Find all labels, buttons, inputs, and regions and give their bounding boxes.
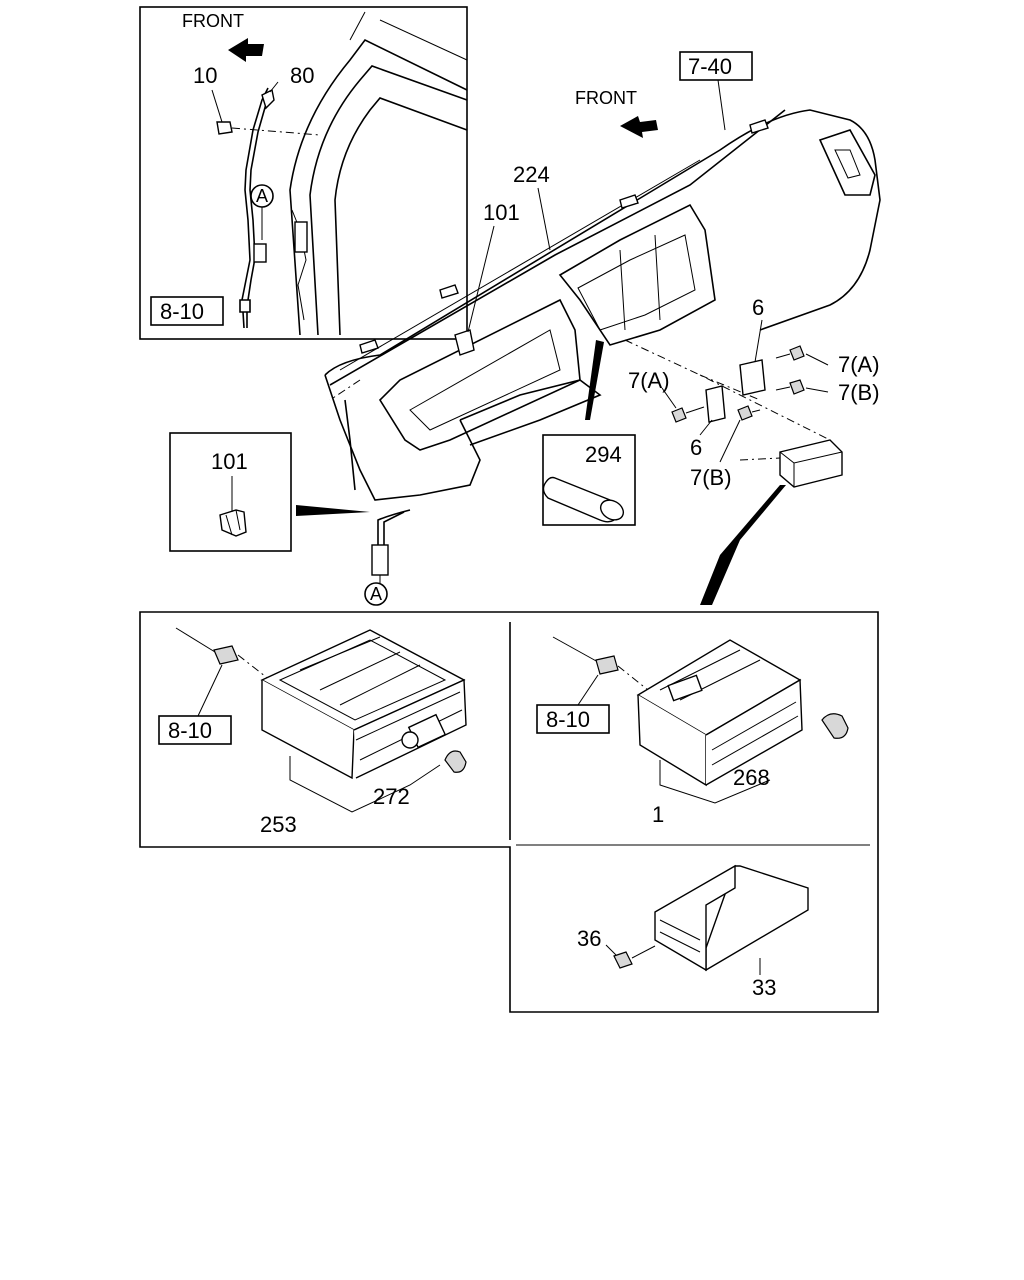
- front-label-main: FRONT: [575, 88, 637, 108]
- callout-a-top: A: [256, 186, 268, 206]
- ref-box-7-40: [679, 51, 753, 81]
- ref-8-10-right: 8-10: [546, 707, 590, 732]
- front-label-inset: FRONT: [182, 11, 244, 31]
- part-label-33: 33: [752, 975, 776, 1000]
- part-label-7a-right: 7(A): [838, 352, 880, 377]
- radio-left: [175, 627, 467, 813]
- clip-101-inset: [169, 432, 370, 552]
- bracket-assembly: [661, 319, 843, 605]
- part-label-6-lower: 6: [690, 435, 702, 460]
- part-label-268: 268: [733, 765, 770, 790]
- front-arrow-main: [620, 116, 658, 138]
- part-label-7b-lower: 7(B): [690, 465, 732, 490]
- part-label-6-upper: 6: [752, 295, 764, 320]
- part-label-1: 1: [652, 802, 664, 827]
- part-label-7b-right: 7(B): [838, 380, 880, 405]
- ref-8-10-inset: 8-10: [160, 299, 204, 324]
- part-label-294: 294: [585, 442, 622, 467]
- part-label-36: 36: [577, 926, 601, 951]
- callout-a-bottom: A: [370, 584, 382, 604]
- part-label-10: 10: [193, 63, 217, 88]
- part-label-224: 224: [513, 162, 550, 187]
- part-label-101-inset: 101: [211, 449, 248, 474]
- part-label-7a-left: 7(A): [628, 368, 670, 393]
- ref-7-40: 7-40: [688, 54, 732, 79]
- part-label-253: 253: [260, 812, 297, 837]
- dashboard-assembly: [324, 109, 881, 585]
- ref-box-8-10-left: [158, 715, 232, 745]
- callout-a-bottom-circle: [364, 582, 388, 606]
- ref-box-8-10-inset: [150, 296, 224, 326]
- pipe-294-inset: [542, 434, 636, 526]
- ref-box-8-10-right: [536, 704, 610, 734]
- part-label-101-main: 101: [483, 200, 520, 225]
- part-label-80: 80: [290, 63, 314, 88]
- antenna-inset-panel: [139, 6, 468, 340]
- part-label-272: 272: [373, 784, 410, 809]
- radio-frame: [139, 611, 879, 1013]
- radio-right: [552, 636, 849, 804]
- pocket-assembly: [605, 864, 809, 975]
- ref-8-10-left: 8-10: [168, 718, 212, 743]
